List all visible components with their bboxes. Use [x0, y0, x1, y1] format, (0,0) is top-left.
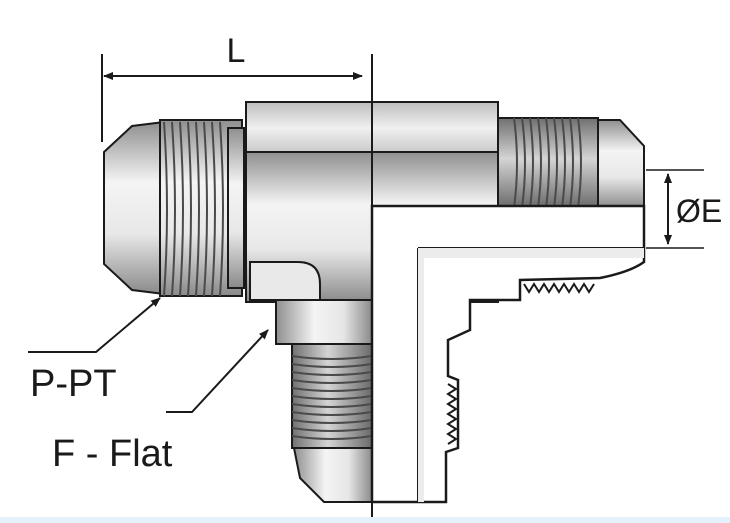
leader-flat: F - Flat	[52, 329, 269, 475]
cross-section	[370, 204, 646, 504]
left-flare-end	[103, 119, 245, 297]
port-label: P-PT	[30, 363, 117, 405]
left-thread-lines	[163, 121, 224, 297]
bottom-band	[0, 517, 730, 523]
bottom-thread-lines	[291, 355, 373, 440]
right-thread-lines	[513, 117, 582, 209]
dimension-l-label: L	[227, 32, 246, 70]
leader-p-pt: P-PT	[28, 297, 161, 405]
flat-label: F - Flat	[52, 433, 173, 475]
dimension-e: ØE	[646, 169, 722, 249]
dimension-l: L	[101, 32, 363, 142]
right-flare-end	[497, 117, 645, 209]
bottom-flare-end	[291, 343, 373, 503]
dimension-e-label: ØE	[676, 193, 722, 229]
